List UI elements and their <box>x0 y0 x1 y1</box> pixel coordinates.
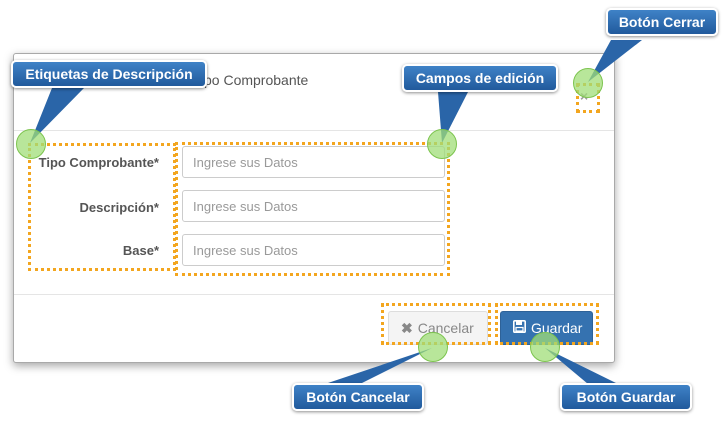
callout-fields: Campos de edición <box>402 64 558 92</box>
callout-cancel: Botón Cancelar <box>292 383 424 411</box>
times-icon: ✖ <box>401 319 413 336</box>
callout-close: Botón Cerrar <box>606 8 718 36</box>
marker-cancel <box>418 332 448 362</box>
base-input[interactable] <box>182 234 445 266</box>
marker-labels <box>16 129 46 159</box>
floppy-disk-icon <box>513 320 526 336</box>
callout-save: Botón Guardar <box>560 383 692 411</box>
pointer-labels <box>30 88 84 143</box>
pointer-save <box>545 348 618 384</box>
modal-footer <box>14 294 614 362</box>
modal-title: po Comprobante <box>204 72 309 88</box>
label-descripcion: Descripción* <box>79 200 159 215</box>
marker-fields <box>427 129 457 159</box>
highlight-labels <box>28 143 176 271</box>
tipo-comprobante-input[interactable] <box>182 146 445 178</box>
callout-labels: Etiquetas de Descripción <box>11 60 207 88</box>
pointer-cancel <box>325 348 432 384</box>
label-tipo-comprobante: Tipo Comprobante* <box>38 155 159 170</box>
highlight-fields <box>175 142 450 276</box>
modal-dialog: po Comprobante × Tipo Comprobante* Descr… <box>13 53 615 363</box>
pointer-close <box>588 40 642 82</box>
label-base: Base* <box>122 243 159 258</box>
descripcion-input[interactable] <box>182 190 445 222</box>
marker-close <box>573 68 603 98</box>
marker-save <box>530 332 560 362</box>
